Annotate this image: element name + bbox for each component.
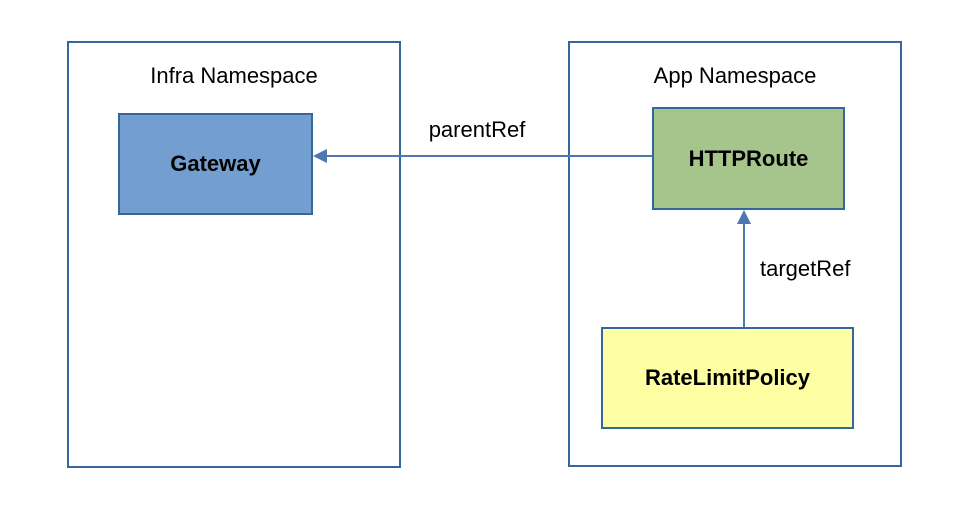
httproute-node: HTTPRoute — [652, 107, 845, 210]
infra-namespace-title: Infra Namespace — [150, 63, 318, 88]
gateway-label: Gateway — [170, 151, 261, 176]
targetref-arrowhead-up-icon — [737, 210, 751, 224]
infra-namespace-box: Infra Namespace — [67, 41, 401, 468]
app-namespace-title: App Namespace — [653, 63, 817, 88]
targetref-label: targetRef — [760, 256, 851, 281]
parentref-arrowhead-left-icon — [313, 149, 327, 163]
gateway-node: Gateway — [118, 113, 313, 215]
targetref-arrow-line — [743, 224, 745, 327]
httproute-label: HTTPRoute — [688, 145, 809, 171]
ratelimitpolicy-label: RateLimitPolicy — [644, 365, 811, 390]
ratelimitpolicy-node: RateLimitPolicy — [601, 327, 854, 429]
parentref-arrow-line — [325, 155, 652, 157]
parentref-label: parentRef — [428, 117, 526, 142]
